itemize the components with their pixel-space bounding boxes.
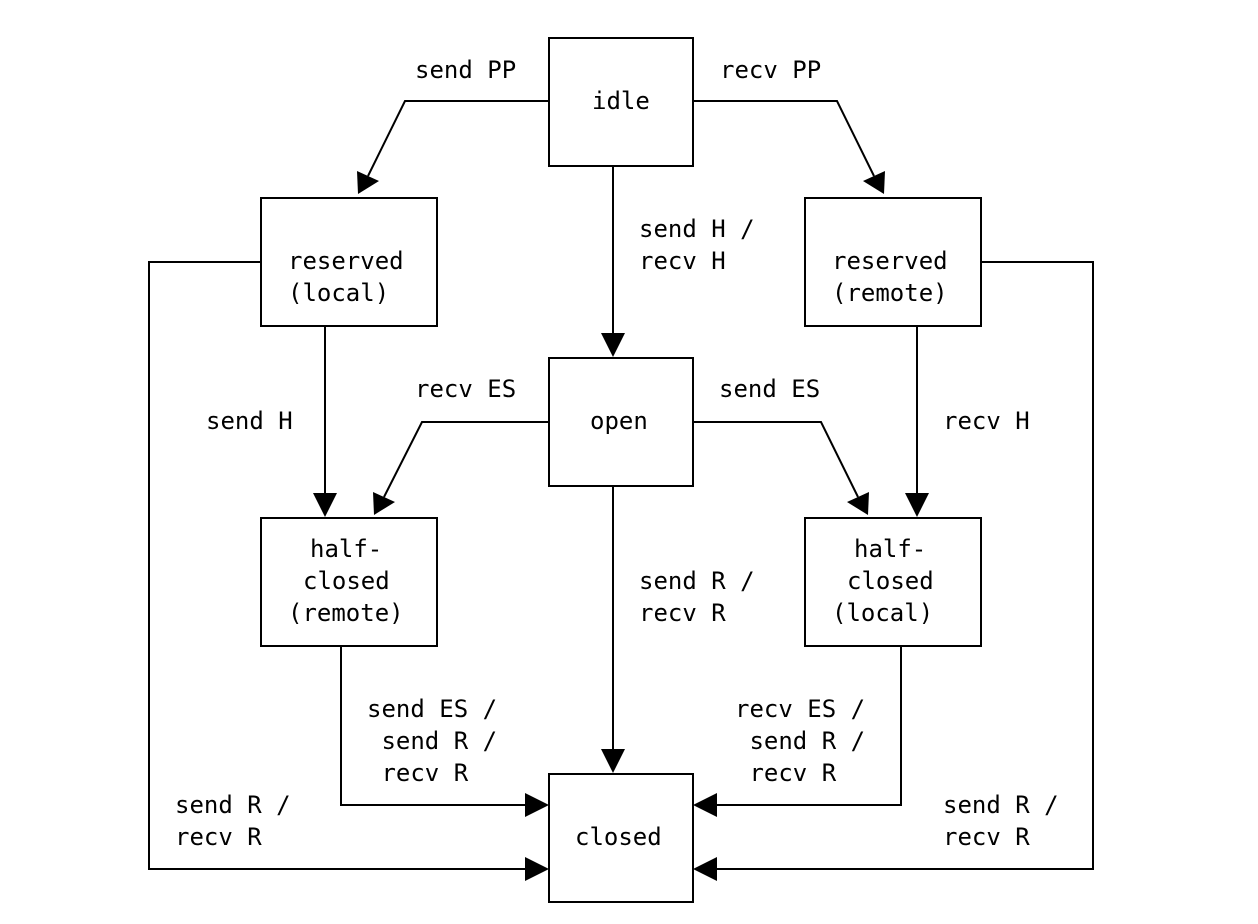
state-label: reserved: [288, 247, 404, 275]
label-reserved-local-to-closed: send R / recv R: [175, 791, 291, 851]
state-label: open: [590, 407, 648, 435]
svg-text:recv R: recv R: [735, 759, 837, 787]
state-label: (local): [288, 279, 389, 307]
edge-reserved-local-to-half-closed-remote: [313, 326, 337, 517]
label-recv-h: recv H: [943, 407, 1030, 435]
label-half-closed-remote-to-closed: send ES / send R / recv R: [367, 695, 497, 787]
svg-text:recv R: recv R: [943, 823, 1030, 851]
label-idle-to-open: send H / recv H: [639, 215, 755, 275]
edge-idle-to-reserved-remote: [693, 100, 885, 194]
arrowhead: [863, 171, 885, 194]
svg-text:send H: send H: [206, 407, 293, 435]
svg-text:recv R: recv R: [367, 759, 469, 787]
state-label: closed: [303, 567, 390, 595]
state-label: half-: [310, 535, 382, 563]
svg-text:send H /: send H /: [639, 215, 755, 243]
arrowhead: [693, 857, 717, 881]
edge-reserved-remote-to-half-closed-local: [905, 326, 929, 517]
edge-open-to-half-closed-local: [693, 421, 869, 515]
state-closed: closed: [548, 773, 694, 903]
label-reserved-remote-to-closed: send R / recv R: [943, 791, 1059, 851]
state-half-closed-remote: half- closed (remote): [260, 517, 438, 647]
arrowhead: [693, 793, 717, 817]
edge-idle-to-open: [601, 166, 625, 357]
svg-text:recv H: recv H: [943, 407, 1030, 435]
svg-text:send R /: send R /: [175, 791, 291, 819]
label-send-pp: send PP: [415, 56, 516, 84]
arrowhead: [905, 493, 929, 517]
svg-text:send R /: send R /: [943, 791, 1059, 819]
state-reserved-local: reserved (local): [260, 197, 438, 327]
svg-text:send R /: send R /: [735, 727, 865, 755]
svg-text:send R /: send R /: [639, 567, 755, 595]
label-send-es: send ES: [719, 375, 820, 403]
svg-text:send R /: send R /: [367, 727, 497, 755]
arrowhead: [847, 492, 869, 515]
label-half-closed-local-to-closed: recv ES / send R / recv R: [735, 695, 865, 787]
svg-text:recv R: recv R: [639, 599, 726, 627]
state-idle: idle: [548, 37, 694, 167]
svg-text:recv PP: recv PP: [720, 56, 821, 84]
svg-text:send ES: send ES: [719, 375, 820, 403]
edge-reserved-remote-to-closed: [693, 261, 1094, 881]
edge-half-closed-remote-to-closed: [340, 646, 549, 817]
svg-text:recv R: recv R: [175, 823, 262, 851]
state-label: half-: [854, 535, 926, 563]
state-label: closed: [847, 567, 934, 595]
arrowhead: [357, 171, 379, 194]
state-label: (remote): [288, 599, 404, 627]
state-half-closed-local: half- closed (local): [804, 517, 982, 647]
state-label: (remote): [832, 279, 948, 307]
svg-text:recv ES /: recv ES /: [735, 695, 865, 723]
label-send-h: send H: [206, 407, 293, 435]
state-label: reserved: [832, 247, 948, 275]
svg-text:send ES /: send ES /: [367, 695, 497, 723]
arrowhead: [373, 492, 395, 515]
svg-text:recv H: recv H: [639, 247, 726, 275]
arrowhead: [601, 749, 625, 773]
label-open-to-closed: send R / recv R: [639, 567, 755, 627]
edge-open-to-closed: [601, 486, 625, 773]
label-recv-es: recv ES: [415, 375, 516, 403]
svg-text:send PP: send PP: [415, 56, 516, 84]
edge-idle-to-reserved-local: [357, 100, 549, 194]
arrowhead: [601, 333, 625, 357]
edge-half-closed-local-to-closed: [693, 646, 902, 817]
state-open: open: [548, 357, 694, 487]
state-label: (local): [832, 599, 933, 627]
state-label: idle: [592, 87, 650, 115]
arrowhead: [313, 493, 337, 517]
edge-reserved-local-to-closed: [148, 261, 549, 881]
state-label: closed: [575, 823, 662, 851]
arrowhead: [525, 793, 549, 817]
edge-open-to-half-closed-remote: [373, 421, 549, 515]
label-recv-pp: recv PP: [720, 56, 821, 84]
arrowhead: [525, 857, 549, 881]
state-reserved-remote: reserved (remote): [804, 197, 982, 327]
svg-text:recv ES: recv ES: [415, 375, 516, 403]
